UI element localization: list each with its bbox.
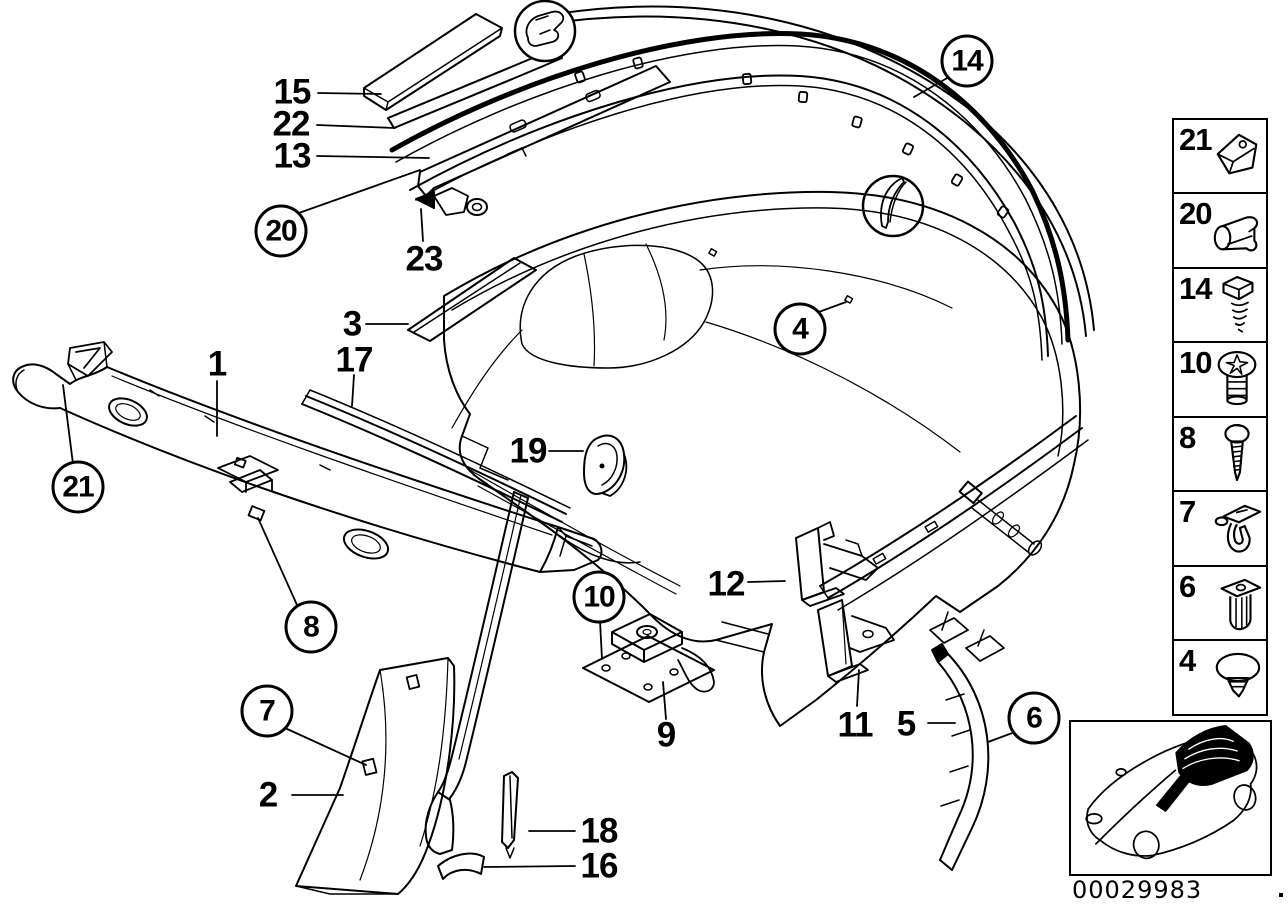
callout-4: 4 [773, 302, 827, 356]
part-19-cap [583, 434, 628, 497]
legend-item-20: 20 [1172, 192, 1268, 270]
detail-circle-clip [513, 0, 577, 63]
legend-item-6: 6 [1172, 564, 1268, 642]
callout-11: 11 [837, 705, 874, 745]
clamp-sleeve-icon [1213, 216, 1259, 252]
push-button-rivet-icon [1215, 652, 1261, 697]
lower-rail [819, 415, 1089, 662]
hook-clip-icon [1214, 504, 1262, 553]
hex-head-screw-icon [1222, 276, 1254, 334]
legend-item-8: 8 [1172, 415, 1268, 493]
document-number: 00029983 [1072, 876, 1203, 904]
leader-lines [62, 76, 1016, 868]
detail-circle-seal-profile [861, 174, 925, 238]
legend-item-7: 7 [1172, 490, 1268, 568]
callout-18: 18 [580, 811, 619, 851]
latch-cluster [217, 455, 279, 493]
callout-20: 20 [254, 204, 308, 258]
part-2-a-pillar-trim [295, 657, 456, 895]
part-5-arc-trim [931, 643, 990, 871]
car-location-thumbnail [1069, 720, 1272, 876]
callout-7: 7 [240, 684, 294, 738]
callout-2: 2 [258, 775, 278, 815]
part-3-trim [407, 257, 537, 342]
callout-21: 21 [51, 460, 105, 514]
part-17-strip [301, 389, 571, 523]
fastener-legend: 21 20 14 10 8 [1172, 118, 1268, 716]
car-drawing [1085, 724, 1258, 860]
part-14-seal-rail [389, 5, 1095, 361]
phillips-oval-head-screw-icon [1217, 350, 1257, 405]
part-22-strip [387, 47, 563, 129]
part-1-windscreen-frame-trim [12, 341, 603, 573]
self-tapping-screw-icon [1224, 424, 1250, 482]
part-18-strip [501, 771, 519, 859]
legend-item-4: 4 [1172, 639, 1268, 716]
part-11-bracket [817, 599, 895, 683]
callout-14: 14 [940, 34, 994, 88]
part-12-bracket [795, 521, 879, 607]
fixing-bolt [958, 480, 1043, 556]
callout-3: 3 [342, 304, 362, 344]
legend-item-10: 10 [1172, 341, 1268, 419]
callout-19: 19 [509, 431, 548, 471]
callout-15: 15 [273, 72, 312, 112]
part-15-foam-strip [363, 13, 503, 111]
callout-23: 23 [405, 239, 444, 279]
legend-item-14: 14 [1172, 266, 1268, 344]
callout-12: 12 [707, 564, 746, 604]
stray-dot [1279, 893, 1283, 897]
part-9-bracket [582, 613, 715, 703]
part-16-pad [437, 852, 485, 880]
expansion-rivet-icon [1220, 578, 1262, 631]
part-13-rail [417, 65, 671, 197]
part-23-clip [415, 187, 488, 216]
callout-5: 5 [896, 704, 916, 744]
callout-22: 22 [272, 104, 311, 144]
callout-6: 6 [1007, 691, 1061, 745]
rail-clip-tabs [574, 56, 1010, 219]
callout-10: 10 [572, 570, 626, 624]
callout-13: 13 [273, 136, 312, 176]
retainer-clip-icon [1216, 134, 1258, 175]
callout-17: 17 [335, 340, 374, 380]
callout-9: 9 [656, 715, 676, 755]
callout-8: 8 [284, 600, 338, 654]
legend-item-21: 21 [1172, 118, 1268, 195]
callout-16: 16 [580, 846, 619, 886]
callout-1: 1 [207, 344, 227, 384]
